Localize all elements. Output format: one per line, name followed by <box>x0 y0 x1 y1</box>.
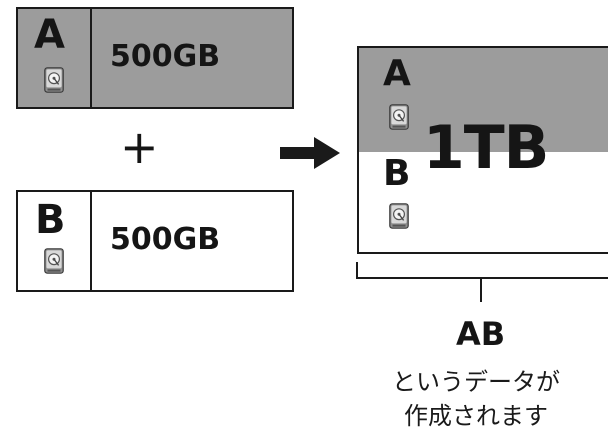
plus-sign: + <box>120 120 159 174</box>
drive-b-capacity: 500GB <box>110 222 221 257</box>
drive-b-letter: B <box>35 197 66 243</box>
caption-line-2: 作成されます <box>404 402 548 430</box>
combined-drive-box: A B 1TB <box>357 46 608 254</box>
hard-drive-icon <box>44 248 64 274</box>
combined-letter-b: B <box>383 153 411 194</box>
bracket <box>356 262 608 302</box>
hard-drive-icon <box>44 67 64 93</box>
hard-drive-icon <box>389 104 409 130</box>
drive-b-box: B 500GB <box>16 190 294 292</box>
combined-shaded-band <box>359 48 608 152</box>
right-arrow-icon <box>280 137 340 169</box>
caption-label: AB <box>456 315 506 353</box>
combined-letter-a: A <box>383 53 411 94</box>
drive-a-letter: A <box>34 12 65 58</box>
hard-drive-icon <box>389 203 409 229</box>
combined-capacity: 1TB <box>423 113 549 183</box>
drive-a-divider <box>90 9 92 107</box>
caption-line-1: というデータが <box>392 368 560 396</box>
drive-b-divider <box>90 192 92 290</box>
drive-a-capacity: 500GB <box>110 39 221 74</box>
drive-a-box: A 500GB <box>16 7 294 109</box>
